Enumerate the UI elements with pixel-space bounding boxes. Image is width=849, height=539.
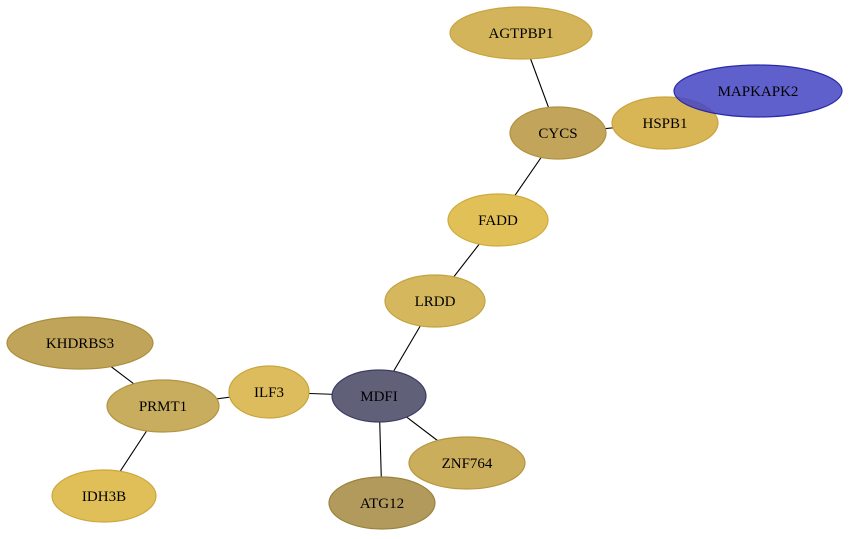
node-ellipse-mdfi <box>331 369 427 423</box>
node-prmt1[interactable]: PRMT1 <box>106 379 220 433</box>
node-label-atg12: ATG12 <box>360 496 404 512</box>
node-label-idh3b: IDH3B <box>82 489 126 505</box>
node-ellipse-ilf3 <box>228 365 310 419</box>
node-ellipse-cycs <box>509 106 607 160</box>
node-ellipse-lrdd <box>384 274 486 328</box>
node-ellipse-khdrbs3 <box>6 316 154 370</box>
node-lrdd[interactable]: LRDD <box>384 274 486 328</box>
node-label-khdrbs3: KHDRBS3 <box>46 336 114 352</box>
node-label-mdfi: MDFI <box>360 389 398 405</box>
node-ellipse-atg12 <box>328 476 436 530</box>
node-label-ilf3: ILF3 <box>254 385 284 401</box>
node-ellipse-hspb1 <box>611 96 719 150</box>
node-label-agtpbp1: AGTPBP1 <box>488 26 553 42</box>
node-label-lrdd: LRDD <box>415 294 456 310</box>
node-agtpbp1[interactable]: AGTPBP1 <box>449 6 593 60</box>
node-cycs[interactable]: CYCS <box>509 106 607 160</box>
node-label-hspb1: HSPB1 <box>642 116 687 132</box>
node-znf764[interactable]: ZNF764 <box>408 436 526 490</box>
node-ellipse-idh3b <box>51 469 157 523</box>
node-idh3b[interactable]: IDH3B <box>51 469 157 523</box>
node-label-mapkapk2: MAPKAPK2 <box>718 84 799 100</box>
node-label-znf764: ZNF764 <box>442 456 493 472</box>
node-ellipse-prmt1 <box>106 379 220 433</box>
node-ellipse-znf764 <box>408 436 526 490</box>
node-atg12[interactable]: ATG12 <box>328 476 436 530</box>
node-ilf3[interactable]: ILF3 <box>228 365 310 419</box>
node-mdfi[interactable]: MDFI <box>331 369 427 423</box>
node-label-prmt1: PRMT1 <box>139 399 187 415</box>
node-khdrbs3[interactable]: KHDRBS3 <box>6 316 154 370</box>
node-ellipse-mapkapk2 <box>673 64 843 118</box>
node-label-cycs: CYCS <box>538 126 577 142</box>
node-hspb1[interactable]: HSPB1 <box>611 96 719 150</box>
node-fadd[interactable]: FADD <box>447 193 549 247</box>
node-mapkapk2[interactable]: MAPKAPK2 <box>673 64 843 118</box>
node-ellipse-agtpbp1 <box>449 6 593 60</box>
node-ellipse-fadd <box>447 193 549 247</box>
node-label-fadd: FADD <box>478 213 518 229</box>
